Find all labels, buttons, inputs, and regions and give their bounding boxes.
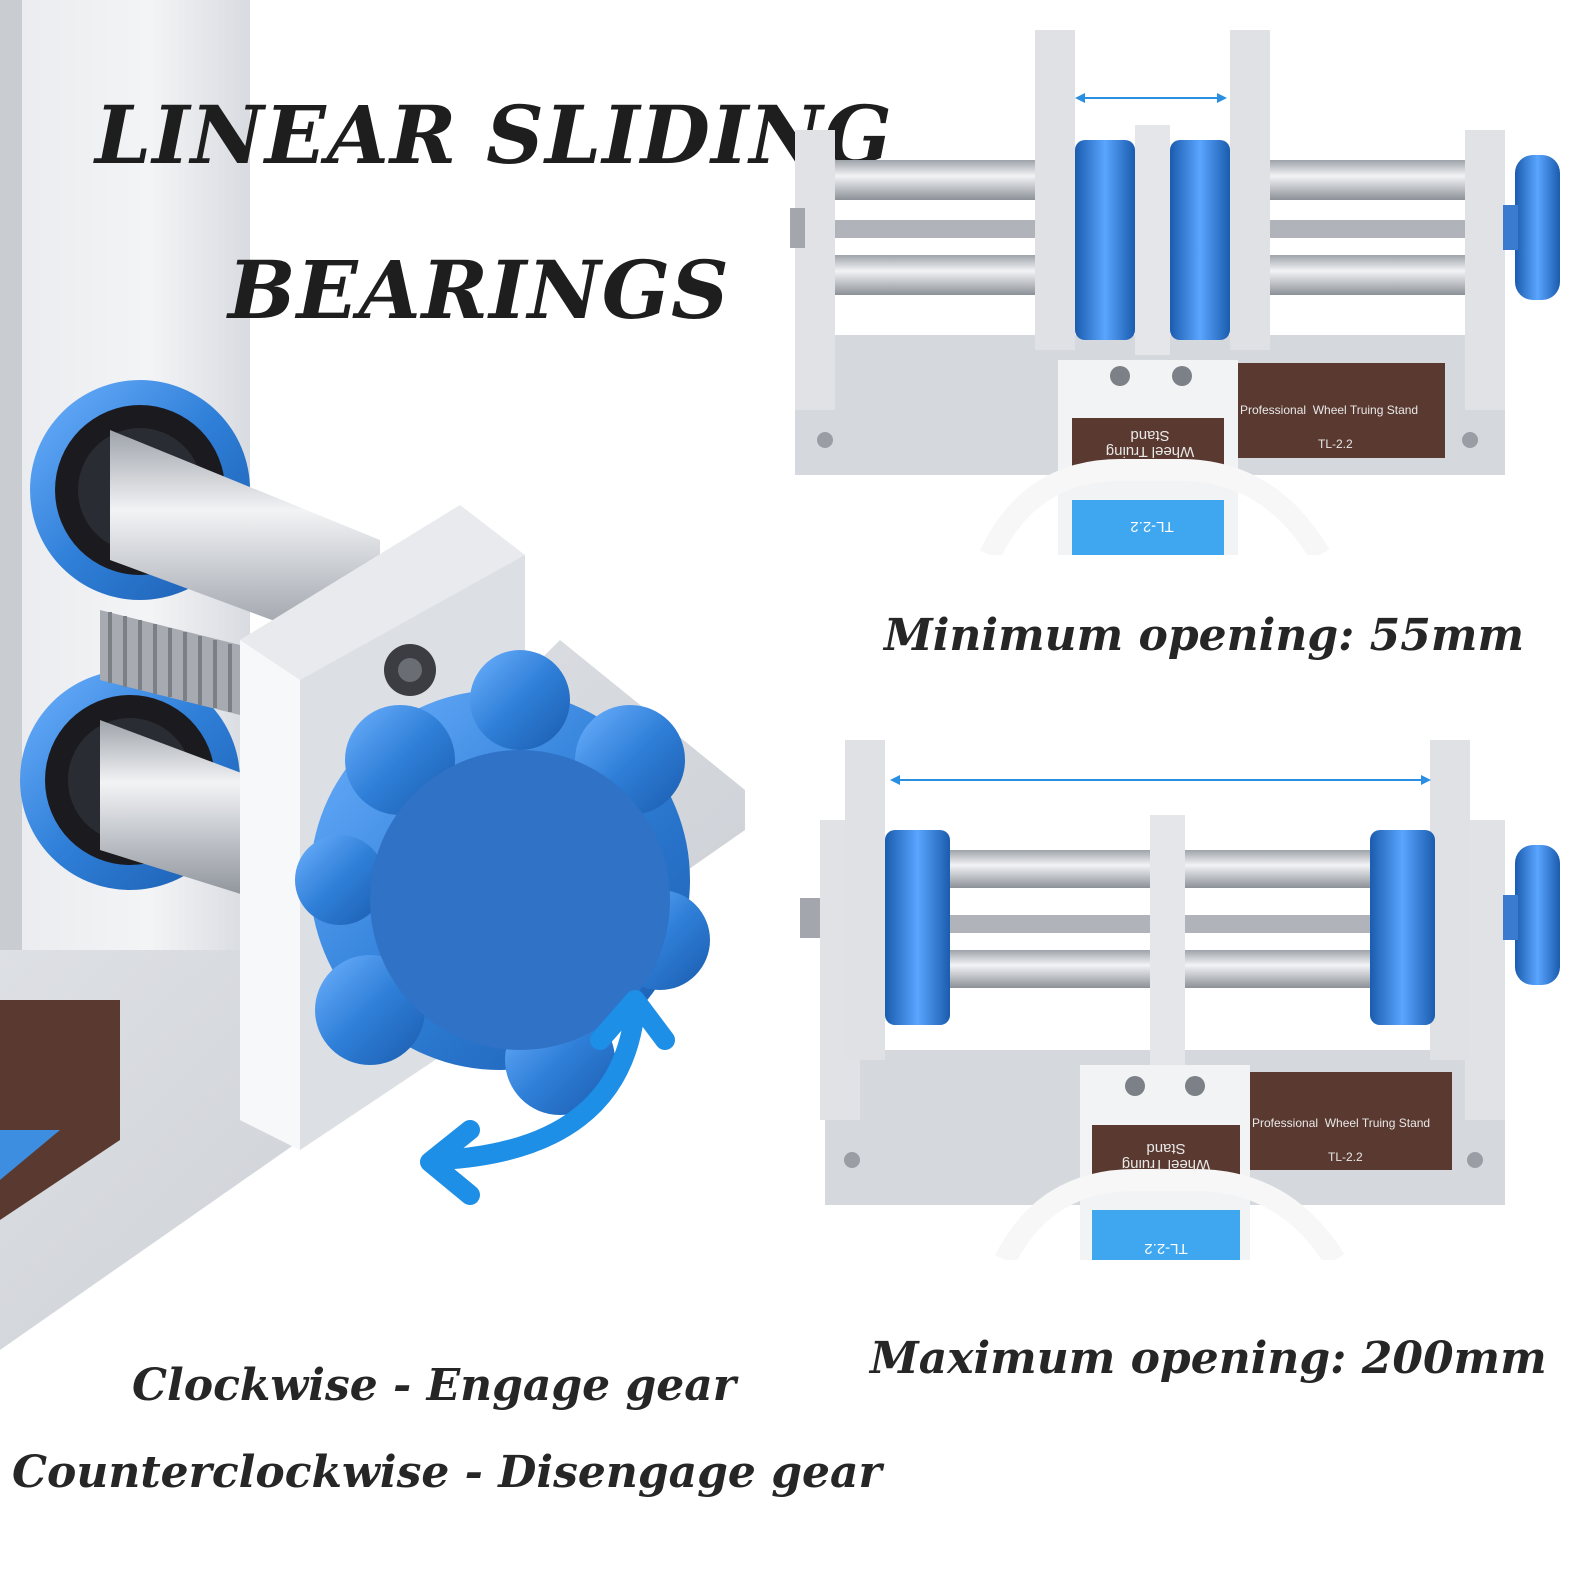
arm-label-min: Wheel Truing Stand	[1080, 427, 1220, 460]
brand-plate	[1238, 363, 1445, 458]
plate-model-min: TL-2.2	[1318, 437, 1353, 451]
arm-label-line1-max: Wheel Truing	[1121, 1156, 1211, 1173]
arm-label-line2-max: Stand	[1146, 1140, 1186, 1157]
knob	[1515, 155, 1560, 300]
rotation-arrow-icon	[420, 990, 675, 1205]
caption-clockwise: Clockwise - Engage gear	[132, 1360, 736, 1411]
upright-right	[1430, 740, 1470, 1060]
right-block	[1465, 130, 1505, 410]
brown-label	[0, 1000, 120, 1220]
knob	[1515, 845, 1560, 985]
product-photo-max	[790, 740, 1570, 1260]
caption-max-opening: Maximum opening: 200mm	[870, 1333, 1547, 1384]
stand-min-illustration	[790, 30, 1560, 555]
caption-min-opening: Minimum opening: 55mm	[884, 610, 1525, 661]
rod-bottom	[100, 720, 260, 900]
product-photo-min	[790, 30, 1570, 555]
plate-model-max: TL-2.2	[1328, 1150, 1363, 1164]
plate-label-max: Professional Wheel Truing Stand	[1252, 1116, 1431, 1130]
upright-left	[845, 740, 885, 1060]
arm-label-line1-min: Wheel Truing	[1105, 443, 1195, 460]
title-line2: BEARINGS	[228, 243, 730, 337]
closeup-photo	[0, 0, 790, 1350]
closeup-illustration	[0, 0, 745, 1350]
arm-model-max: TL-2.2	[1144, 1240, 1188, 1257]
brand-plate	[1250, 1072, 1452, 1170]
arm-model-min: TL-2.2	[1130, 518, 1174, 535]
left-block	[795, 130, 835, 410]
stand-max-illustration	[800, 740, 1560, 1260]
plate-label-min: Professional Wheel Truing Stand	[1240, 403, 1419, 417]
caption-counterclockwise: Counterclockwise - Disengage gear	[12, 1447, 882, 1498]
upright-right	[1230, 30, 1270, 350]
arm-label-line2-min: Stand	[1130, 427, 1170, 444]
upright-left	[1035, 30, 1075, 350]
arm-label-max: Wheel Truing Stand	[1096, 1140, 1236, 1173]
knob-icon	[295, 650, 710, 1115]
title-line1: LINEAR SLIDING	[95, 88, 893, 182]
right-block	[1465, 820, 1505, 1120]
